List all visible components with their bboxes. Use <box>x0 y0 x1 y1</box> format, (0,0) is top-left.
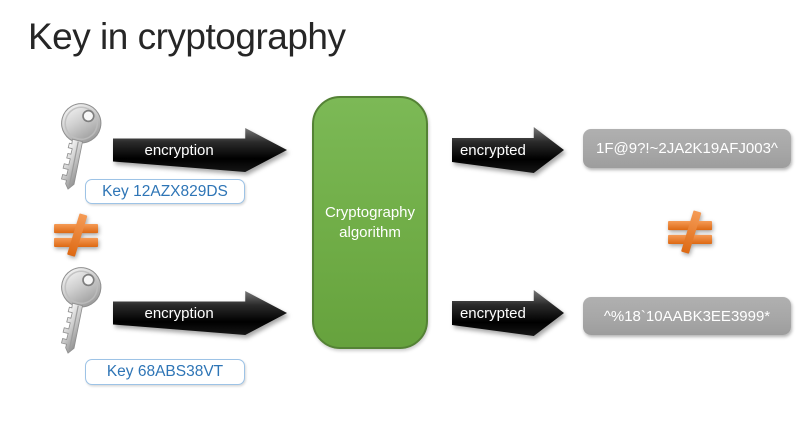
key-name-badge: Key 68ABS38VT <box>85 359 245 385</box>
not-equal-icon <box>668 210 713 254</box>
encryption-arrow-label: encryption <box>144 141 214 159</box>
encrypted-arrow-label: encrypted <box>459 141 526 159</box>
cryptography-algorithm-box: Cryptography algorithm <box>312 96 428 349</box>
key-icon <box>46 99 106 194</box>
ciphertext-box: ^%18`10AABK3EE3999* <box>583 297 791 335</box>
encrypted-arrow-label: encrypted <box>459 304 526 322</box>
page-title: Key in cryptography <box>28 16 346 57</box>
key-icon <box>46 263 106 358</box>
not-equal-icon <box>54 213 99 257</box>
key-name-text: Key 68ABS38VT <box>106 363 224 380</box>
key-name-badge: Key 12AZX829DS <box>85 179 245 204</box>
encrypted-arrow: encrypted <box>452 290 564 336</box>
ciphertext-text: ^%18`10AABK3EE3999* <box>603 307 771 325</box>
encrypted-arrow: encrypted <box>452 127 564 173</box>
cryptography-algorithm-label: Cryptography algorithm <box>324 204 416 241</box>
encryption-arrow: encryption <box>113 291 287 335</box>
encryption-arrow-label: encryption <box>144 304 214 322</box>
ciphertext-box: 1F@9?!~2JA2K19AFJ003^ <box>583 129 791 168</box>
encryption-arrow: encryption <box>113 128 287 172</box>
key-name-text: Key 12AZX829DS <box>102 182 228 200</box>
ciphertext-text: 1F@9?!~2JA2K19AFJ003^ <box>596 140 778 157</box>
